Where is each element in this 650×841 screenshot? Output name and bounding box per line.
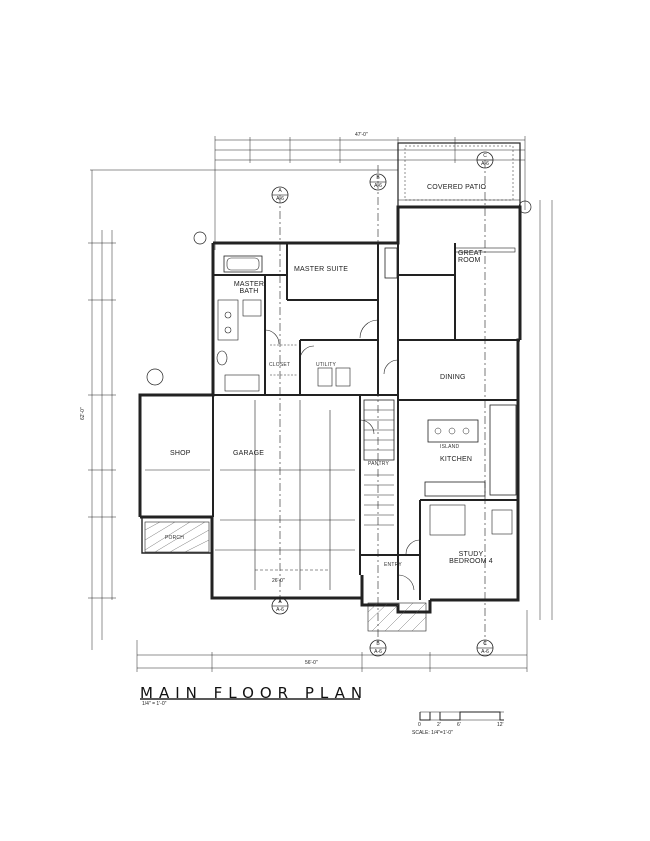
section-tag-a-top-letter: A [278,188,282,194]
room-label-dining: DINING [440,374,466,381]
room-label-porch: PORCH [165,535,185,541]
room-label-entry: ENTRY [384,562,402,568]
room-label-closet: CLOSET [269,362,291,368]
section-tag-c-top-sheet: A-6 [481,161,489,167]
dimension-overall-bottom: 56'-0" [305,660,318,666]
room-label-utility: UTILITY [316,362,337,368]
section-tag-a-bottom-letter: A [278,599,282,605]
plan-title: MAIN FLOOR PLAN [140,684,369,702]
scale-bar-label-0: 0 [418,722,421,728]
room-label-master-suite: MASTER SUITE [294,266,349,273]
plan-scale-note: 1/4" = 1'-0" [142,701,167,707]
room-label-garage: GARAGE [233,450,265,457]
scale-bar-label-2: 2' [437,722,441,728]
scale-bar-caption: SCALE: 1/4"=1'-0" [412,730,453,736]
room-label-master-bath: MASTER BATH [233,281,265,295]
dimension-overall-top: 47'-0" [355,132,368,138]
section-tag-c-bottom-letter: C [483,641,487,647]
room-label-pantry: PANTRY [368,461,390,467]
section-tag-b-top-sheet: A-6 [374,183,382,189]
section-tag-b-bottom-sheet: A-6 [374,649,382,655]
section-tag-a-bottom-sheet: A-6 [276,607,284,613]
room-label-shop: SHOP [170,450,191,457]
section-tag-a-top-sheet: A-6 [276,196,284,202]
room-label-great-room: GREAT ROOM [458,250,483,264]
room-label-study-bedroom: STUDY BEDROOM 4 [449,551,493,565]
section-tag-c-bottom-sheet: A-6 [481,649,489,655]
dimension-garage-width: 26'-0" [272,578,285,584]
room-label-covered-patio: COVERED PATIO [427,184,487,191]
section-tag-c-top-letter: C [483,153,487,159]
section-tag-b-bottom-letter: B [376,641,380,647]
dimension-left-overall: 62'-0" [80,407,86,420]
room-label-kitchen: KITCHEN [440,456,473,463]
scale-bar-label-12: 12' [497,722,504,728]
room-label-island: ISLAND [440,444,460,450]
section-tag-b-top-letter: B [376,175,380,181]
scale-bar-label-6: 6' [457,722,461,728]
